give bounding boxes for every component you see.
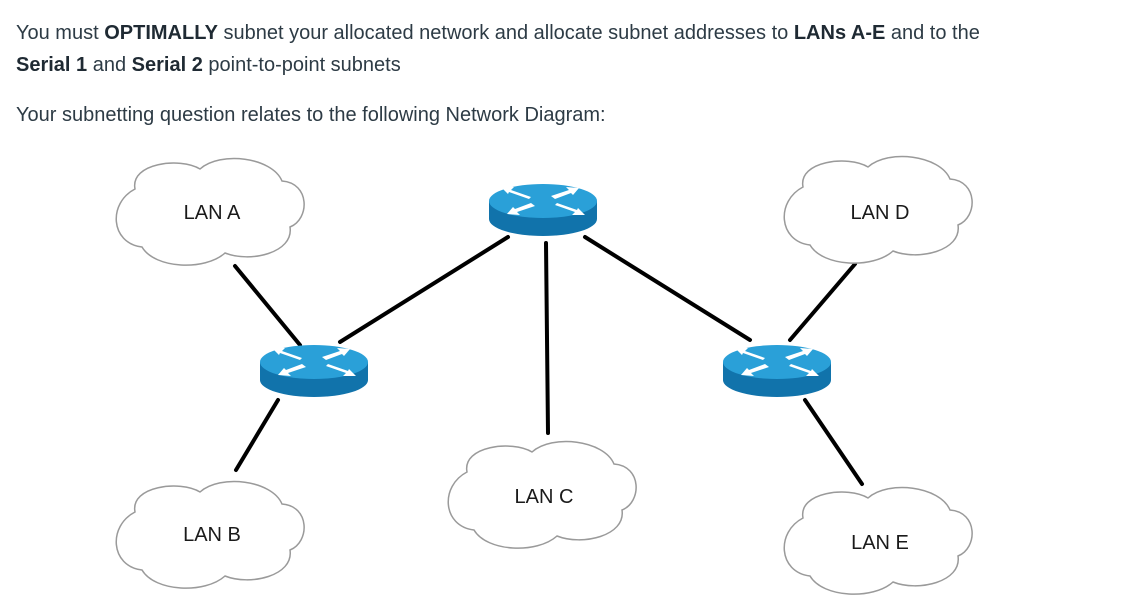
instruction-emphasis-serial1: Serial 1 [16,54,88,76]
link-lan-d-router-right [788,262,857,342]
router-icon [723,345,831,397]
lan-c-cloud: LAN C [447,440,637,549]
link-router-left-lan-b [234,398,280,472]
lan-d-label: LAN D [851,202,910,224]
lan-a-label: LAN A [184,202,241,224]
link-router-left-router-center [338,235,510,344]
link-router-center-router-right [583,235,752,342]
lan-e-cloud: LAN E [783,486,973,595]
instruction-text: point-to-point subnets [202,54,401,76]
router-icon [260,345,368,397]
instruction-text: and [87,54,132,76]
lan-e-label: LAN E [851,532,909,554]
link-lan-a-router-left [233,264,302,347]
diagram-intro-text: Your subnetting question relates to the … [16,104,606,126]
lan-b-label: LAN B [183,524,241,546]
instruction-emphasis-optimally: OPTIMALLY [104,22,218,44]
instruction-emphasis-lans: LANs A-E [793,22,886,44]
link-router-center-lan-c [544,241,550,435]
lan-a-cloud: LAN A [115,157,305,266]
lan-b-cloud: LAN B [115,480,305,589]
instruction-emphasis-serial2: Serial 2 [131,54,203,76]
link-router-right-lan-e [803,398,864,486]
instruction-paragraph: You must OPTIMALLY subnet your allocated… [16,17,1116,81]
instruction-text: You must [16,22,105,44]
instruction-text: and to the [885,22,980,44]
router-icon [489,184,597,236]
lan-c-label: LAN C [515,486,574,508]
instruction-text: subnet your allocated network and alloca… [217,22,794,44]
lan-d-cloud: LAN D [783,155,973,264]
